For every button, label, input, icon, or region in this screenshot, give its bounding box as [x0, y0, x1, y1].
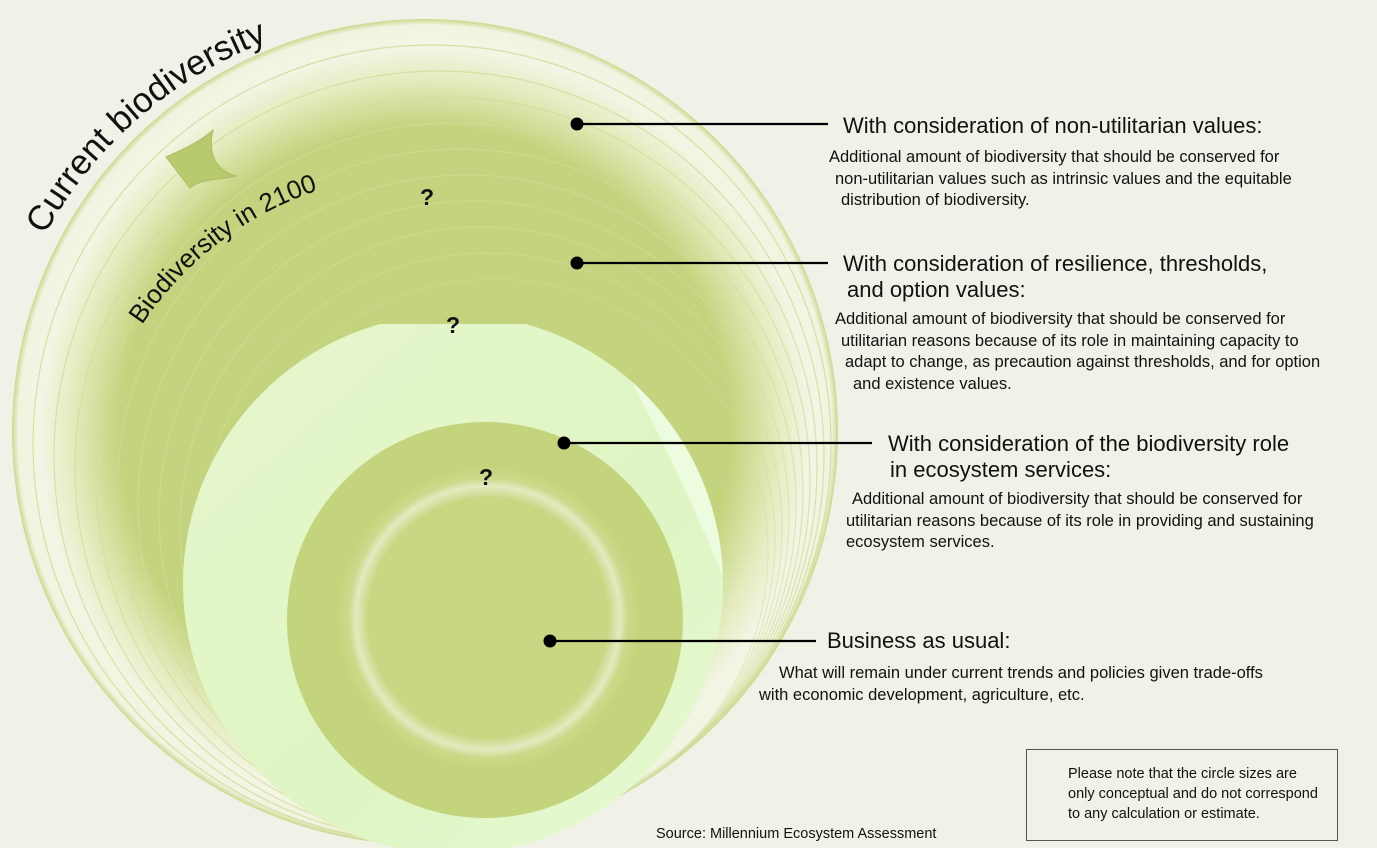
desc-line: Additional amount of biodiversity that s… [835, 310, 1286, 328]
desc-line: Additional amount of biodiversity that s… [829, 148, 1280, 166]
desc-resilience: Additional amount of biodiversity that s… [835, 309, 1320, 395]
desc-line: non-utilitarian values such as intrinsic… [835, 169, 1292, 188]
heading-business-as-usual: Business as usual: [827, 628, 1263, 654]
heading-ecosystem-services: With consideration of the biodiversity r… [888, 431, 1314, 483]
heading-line: With consideration of non-utilitarian va… [843, 113, 1263, 138]
heading-line: With consideration of resilience, thresh… [843, 251, 1268, 276]
desc-line: distribution of biodiversity. [841, 191, 1030, 209]
desc-ecosystem-services: Additional amount of biodiversity that s… [846, 489, 1314, 554]
down-arrow-icon [165, 128, 238, 189]
heading-line: and option values: [847, 277, 1026, 302]
leader-dot [570, 256, 584, 270]
heading-resilience: With consideration of resilience, thresh… [843, 251, 1320, 303]
circle-size-note: Please note that the circle sizes are on… [1026, 749, 1338, 841]
label-ecosystem-services: With consideration of the biodiversity r… [846, 431, 1314, 554]
desc-non-utilitarian: Additional amount of biodiversity that s… [829, 147, 1292, 212]
source-citation: Source: Millennium Ecosystem Assessment [656, 826, 937, 842]
heading-non-utilitarian: With consideration of non-utilitarian va… [843, 113, 1292, 139]
desc-line: What will remain under current trends an… [779, 664, 1263, 682]
desc-business-as-usual: What will remain under current trends an… [759, 663, 1263, 706]
desc-line: and existence values. [853, 374, 1012, 393]
question-mark: ? [446, 312, 460, 338]
leader-dot [543, 634, 557, 648]
leader-dot [570, 117, 584, 131]
label-business-as-usual: Business as usual: What will remain unde… [759, 628, 1263, 706]
desc-line: Additional amount of biodiversity that s… [852, 490, 1303, 508]
desc-line: with economic development, agriculture, … [759, 685, 1085, 704]
question-mark: ? [479, 464, 493, 490]
desc-line: utilitarian reasons because of its role … [841, 331, 1299, 350]
label-resilience: With consideration of resilience, thresh… [835, 251, 1320, 395]
heading-line: Business as usual: [827, 628, 1011, 653]
desc-line: utilitarian reasons because of its role … [846, 511, 1314, 530]
business-as-usual-circle [338, 468, 638, 768]
desc-line: adapt to change, as precaution against t… [845, 353, 1321, 371]
heading-line: in ecosystem services: [890, 457, 1112, 482]
leader-dot [557, 436, 571, 450]
desc-line: ecosystem services. [846, 533, 995, 551]
label-non-utilitarian: With consideration of non-utilitarian va… [829, 113, 1292, 212]
heading-line: With consideration of the biodiversity r… [888, 431, 1290, 456]
question-mark: ? [420, 184, 434, 210]
